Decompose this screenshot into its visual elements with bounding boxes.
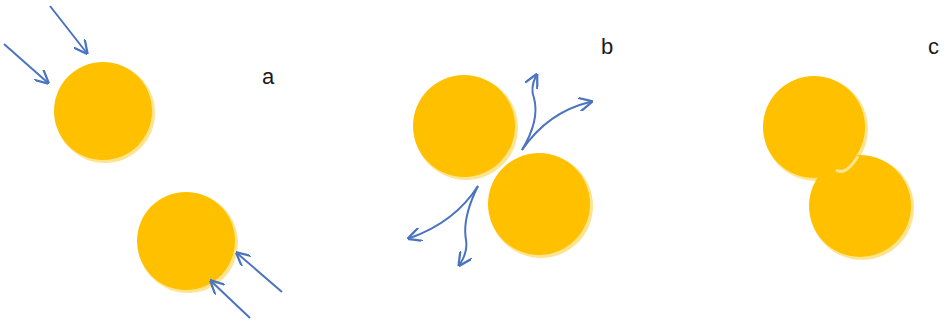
panel-letter: a — [262, 66, 274, 88]
panel-letter: c — [928, 36, 939, 58]
outflow-arrows — [410, 76, 590, 264]
panel-b-particles — [413, 75, 593, 258]
panel-letter: b — [601, 36, 613, 58]
compression-arrows — [4, 6, 282, 318]
panel-c-particles — [763, 76, 914, 260]
panel-a-particles — [54, 62, 238, 293]
